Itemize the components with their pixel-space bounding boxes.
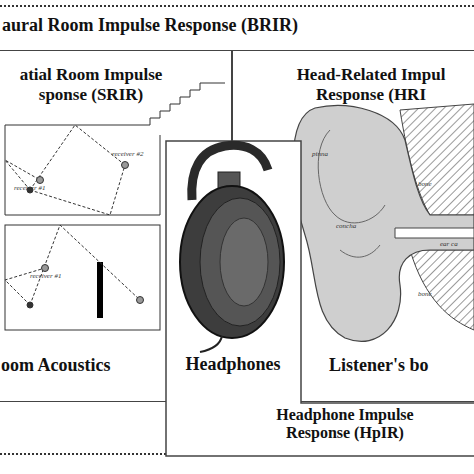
sound-ray xyxy=(30,125,125,190)
room-wall xyxy=(160,135,161,215)
room-drawing-bottom xyxy=(5,225,160,330)
receiver-symbol xyxy=(122,162,129,169)
barrier-symbol xyxy=(97,262,103,318)
panel-caption: oom Acoustics xyxy=(1,355,166,376)
part-label: bone xyxy=(418,290,432,298)
part-label: receiver #1 xyxy=(30,272,61,280)
ear-canal xyxy=(395,228,474,238)
receiver-symbol xyxy=(37,177,44,184)
panel-caption: Headphone Impulse Response (HpIR) xyxy=(250,406,440,443)
ear-shape xyxy=(293,106,474,342)
panel-heading: aural Room Impulse Response (BRIR) xyxy=(2,15,462,36)
ear-cushion xyxy=(200,198,280,326)
ear-cushion-inner xyxy=(220,218,268,306)
source-symbol xyxy=(27,302,33,308)
room-outline xyxy=(5,225,160,330)
panel-heading: atial Room Impulse sponse (SRIR) xyxy=(1,65,181,104)
ear-fold xyxy=(318,130,385,223)
panel-heading: Headphones xyxy=(168,354,298,375)
panel-outline-path xyxy=(166,141,474,456)
panel-heading: Head-Related Impul Response (HRI xyxy=(271,65,471,104)
part-label: bone xyxy=(418,180,432,188)
sound-ray xyxy=(30,225,140,305)
receiver-symbol xyxy=(42,265,49,272)
bone-region xyxy=(410,250,474,330)
receiver-symbol xyxy=(137,297,144,304)
part-label: concha xyxy=(336,222,356,230)
ear-fold xyxy=(340,245,380,257)
room-floor xyxy=(5,215,160,216)
part-label: pinna xyxy=(312,150,328,158)
ear-drawing xyxy=(293,104,474,341)
part-label: receiver #1 xyxy=(14,184,45,192)
panel-caption: Listener's bo xyxy=(329,355,474,376)
part-label: ear ca xyxy=(440,240,458,248)
ear-cup xyxy=(180,186,284,338)
part-label: receiver #2 xyxy=(112,150,143,158)
